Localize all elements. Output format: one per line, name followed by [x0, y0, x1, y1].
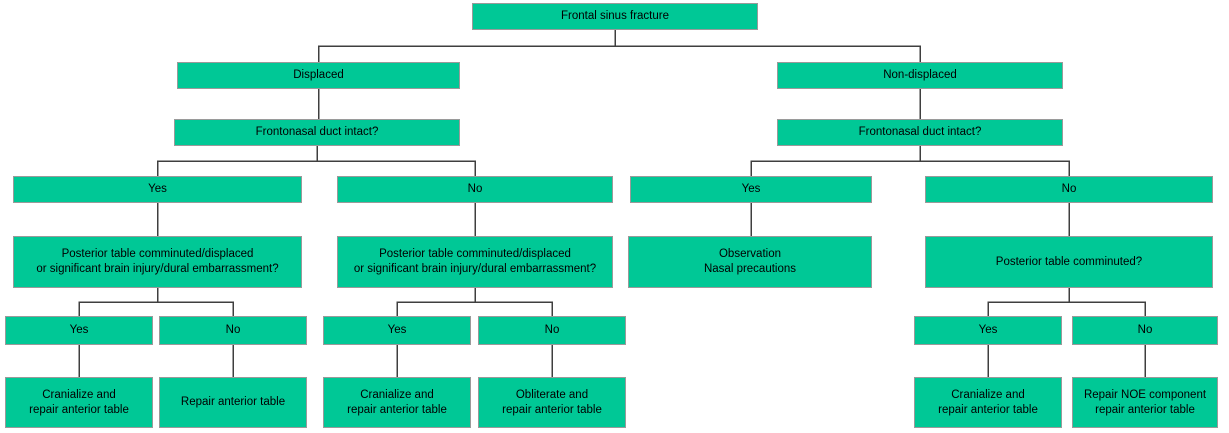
- flowchart-node-no-right: No: [925, 176, 1213, 203]
- flowchart-node-outcome-3: Cranialize and repair anterior table: [323, 377, 471, 428]
- flowchart-node-non-displaced: Non-displaced: [777, 62, 1063, 89]
- flowchart-node-yes-a: Yes: [5, 316, 153, 345]
- flowchart-node-fnd-left: Frontonasal duct intact?: [174, 119, 460, 146]
- flowchart-node-displaced: Displaced: [177, 62, 460, 89]
- connector-post-c-to-no-c: [1068, 288, 1146, 316]
- connector-post-a-to-no-a: [156, 288, 234, 316]
- connector-root-to-displaced: [317, 30, 616, 62]
- flowchart-node-post-b: Posterior table comminuted/displaced or …: [337, 236, 613, 288]
- connector-fnd-right-to-yes-right: [750, 146, 921, 176]
- connector-post-b-to-no-b: [474, 288, 553, 316]
- flowchart-node-no-left: No: [337, 176, 613, 203]
- connector-fnd-left-to-no-left: [316, 146, 476, 176]
- connector-root-to-non-displaced: [614, 30, 921, 62]
- flowchart-node-yes-b: Yes: [323, 316, 471, 345]
- flowchart-node-outcome-6: Repair NOE component repair anterior tab…: [1072, 377, 1218, 428]
- flowchart-node-root: Frontal sinus fracture: [472, 3, 758, 30]
- flowchart-node-yes-right: Yes: [630, 176, 872, 203]
- flowchart-node-no-c: No: [1072, 316, 1218, 345]
- connector-post-b-to-yes-b: [396, 288, 476, 316]
- flowchart-node-no-a: No: [159, 316, 307, 345]
- flowchart-node-outcome-4: Obliterate and repair anterior table: [478, 377, 626, 428]
- flowchart-node-post-c: Posterior table comminuted?: [925, 236, 1213, 288]
- connector-post-c-to-yes-c: [987, 288, 1070, 316]
- flowchart-node-observation: Observation Nasal precautions: [628, 236, 872, 288]
- connector-fnd-left-to-yes-left: [156, 146, 318, 176]
- flowchart-node-outcome-1: Cranialize and repair anterior table: [5, 377, 153, 428]
- connector-fnd-right-to-no-right: [919, 146, 1070, 176]
- flowchart-node-outcome-2: Repair anterior table: [159, 377, 307, 428]
- flowchart-node-post-a: Posterior table comminuted/displaced or …: [13, 236, 302, 288]
- flowchart-node-no-b: No: [478, 316, 626, 345]
- flowchart-node-yes-c: Yes: [914, 316, 1062, 345]
- flowchart-node-yes-left: Yes: [13, 176, 302, 203]
- flowchart-node-fnd-right: Frontonasal duct intact?: [777, 119, 1063, 146]
- flowchart-node-outcome-5: Cranialize and repair anterior table: [914, 377, 1062, 428]
- connector-post-a-to-yes-a: [78, 288, 159, 316]
